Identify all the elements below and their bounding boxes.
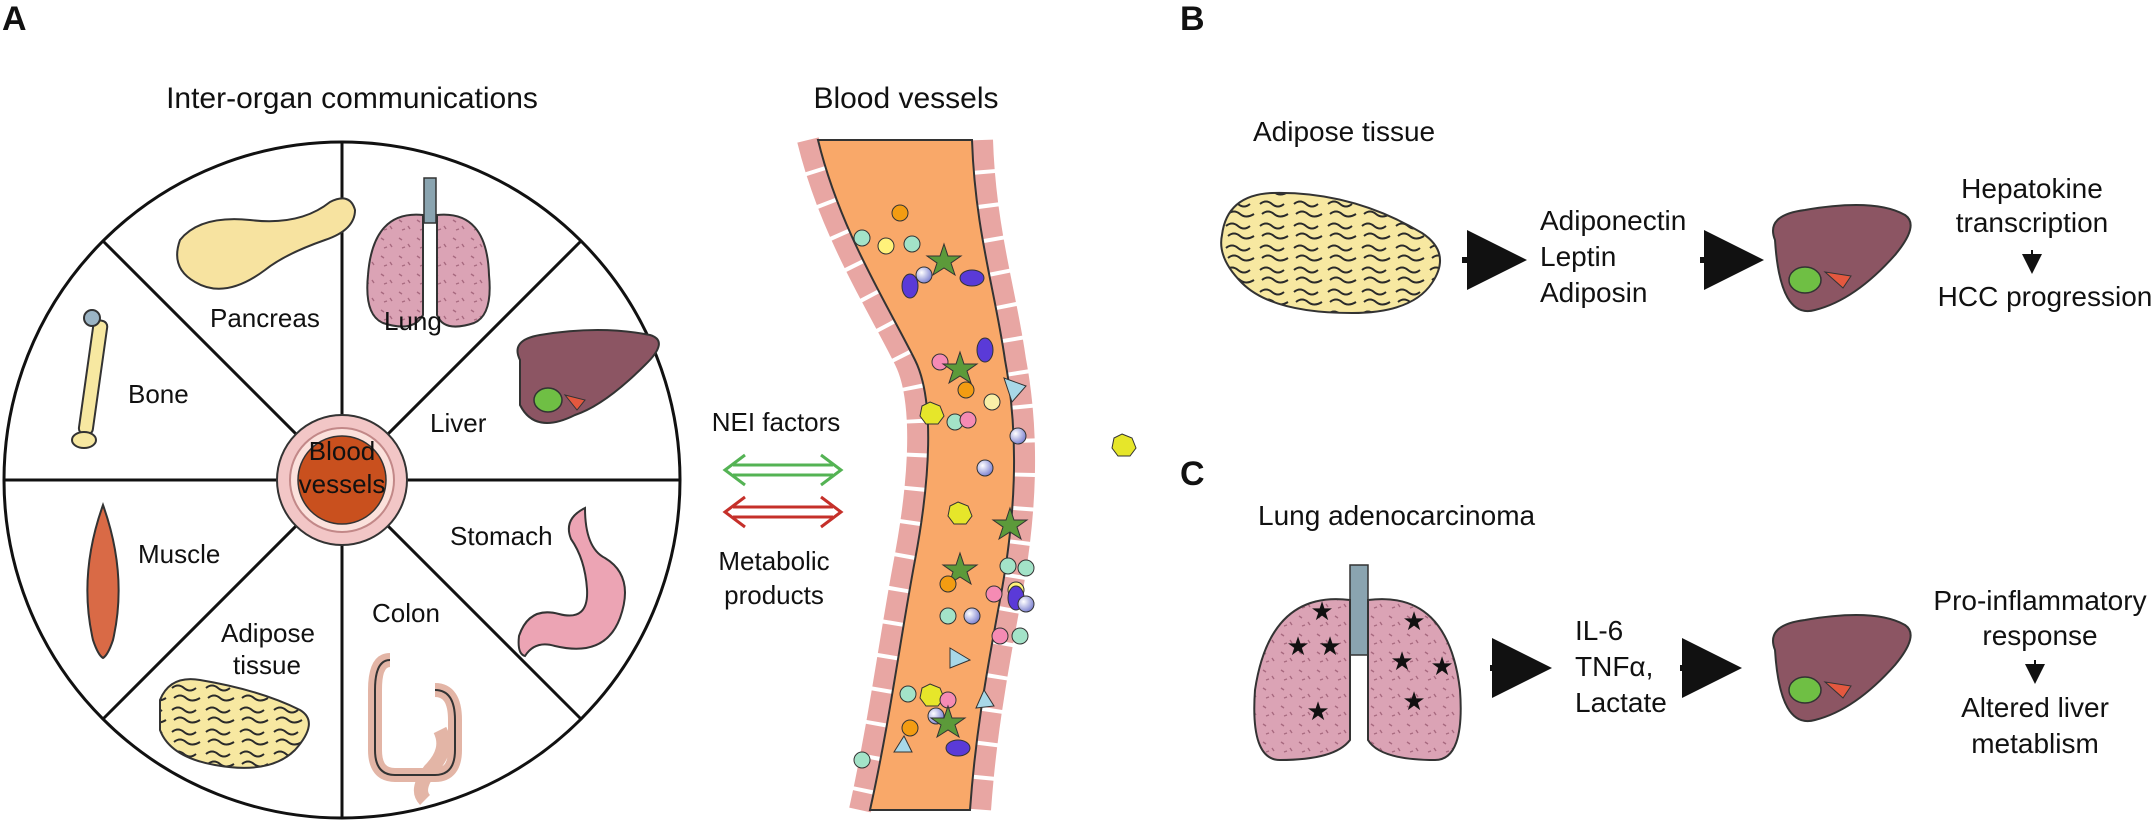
particle xyxy=(899,685,917,703)
label-liver: Liver xyxy=(430,408,487,438)
particle xyxy=(963,607,981,625)
label-metabolic-line2: products xyxy=(724,580,824,610)
particle xyxy=(901,719,919,737)
blood-vessel-center-icon xyxy=(276,414,408,546)
panel-b-outcome-final: HCC progression xyxy=(1938,281,2152,312)
svg-text:★: ★ xyxy=(1402,606,1425,636)
particle xyxy=(983,393,1001,411)
particle xyxy=(929,704,967,739)
label-adipose-line2: tissue xyxy=(233,650,301,680)
center-label-line2: vessels xyxy=(299,469,386,499)
panel-b-outcome-line1: Hepatokine xyxy=(1961,173,2103,204)
svg-text:★: ★ xyxy=(1402,686,1425,716)
liver-icon xyxy=(516,329,660,424)
particle xyxy=(957,381,975,399)
label-nei-factors: NEI factors xyxy=(712,407,841,437)
lung-cancer-icon: ★ ★ ★ ★ ★ ★ ★ ★ xyxy=(1253,564,1462,762)
particle xyxy=(853,229,871,247)
stomach-icon xyxy=(517,506,626,658)
particle xyxy=(1017,559,1035,577)
particle xyxy=(975,688,995,709)
adipose-icon xyxy=(159,678,310,769)
panel-c-outcome-final-line2: metablism xyxy=(1971,728,2099,759)
particle xyxy=(919,401,945,425)
pancreas-icon xyxy=(176,197,357,290)
liver-icon-b xyxy=(1772,204,1912,313)
particle xyxy=(976,459,994,477)
particle xyxy=(959,269,985,287)
particle xyxy=(1003,377,1027,403)
label-colon: Colon xyxy=(372,598,440,628)
particle xyxy=(853,751,871,769)
vessel-particles xyxy=(853,204,1137,769)
particle xyxy=(901,273,919,299)
particle xyxy=(985,585,1003,603)
particle xyxy=(1011,627,1029,645)
label-bone: Bone xyxy=(128,379,189,409)
wheel-title: Inter-organ communications xyxy=(166,82,538,115)
colon-outline xyxy=(374,659,456,776)
particle xyxy=(1017,595,1035,613)
panel-c-outcome-line1: Pro-inflammatory xyxy=(1933,585,2146,616)
panel-b-factor-2: Leptin xyxy=(1540,241,1616,272)
center-label-line1: Blood xyxy=(309,436,376,466)
particle xyxy=(976,337,994,363)
muscle-icon xyxy=(86,502,120,660)
panel-b-outcome-line2: transcription xyxy=(1956,207,2109,238)
particle xyxy=(1009,427,1027,445)
svg-text:★: ★ xyxy=(1310,596,1333,626)
panel-c-source-label: Lung adenocarcinoma xyxy=(1258,500,1536,531)
panel-b-factor-1: Adiponectin xyxy=(1540,205,1686,236)
particle xyxy=(941,350,979,385)
bone-icon xyxy=(71,309,109,449)
particle xyxy=(945,739,971,757)
panel-letter-c: C xyxy=(1180,455,1205,493)
particle xyxy=(877,237,895,255)
label-pancreas: Pancreas xyxy=(210,303,320,333)
label-stomach: Stomach xyxy=(450,521,553,551)
double-arrow-green xyxy=(722,453,844,487)
particle xyxy=(999,557,1017,575)
panel-c-factor-3: Lactate xyxy=(1575,687,1667,718)
particle xyxy=(919,683,945,707)
label-metabolic-line1: Metabolic xyxy=(718,546,829,576)
particle xyxy=(891,204,909,222)
svg-text:★: ★ xyxy=(1286,631,1309,661)
particle xyxy=(931,353,949,371)
svg-text:★: ★ xyxy=(1430,651,1453,681)
panel-c-outcome-final-line1: Altered liver xyxy=(1961,692,2109,723)
svg-text:★: ★ xyxy=(1306,696,1329,726)
particle xyxy=(991,506,1029,541)
particle xyxy=(925,242,963,277)
panel-b-source-label: Adipose tissue xyxy=(1253,116,1435,147)
panel-c-factor-1: IL-6 xyxy=(1575,615,1623,646)
liver-icon-c xyxy=(1772,614,1912,723)
panel-b-factor-3: Adiposin xyxy=(1540,277,1647,308)
svg-text:★: ★ xyxy=(1318,631,1341,661)
panel-c-factor-2: TNFα, xyxy=(1575,651,1653,682)
particle xyxy=(915,266,933,284)
particle xyxy=(949,647,972,669)
particle xyxy=(991,627,1009,645)
double-arrow-red xyxy=(722,495,844,529)
panel-letter-b: B xyxy=(1180,0,1205,38)
particle xyxy=(1111,433,1137,457)
panel-c-outcome-line2: response xyxy=(1982,620,2097,651)
vessel-title: Blood vessels xyxy=(813,82,998,115)
svg-text:★: ★ xyxy=(1390,646,1413,676)
particle xyxy=(939,607,957,625)
label-adipose-line1: Adipose xyxy=(221,618,315,648)
panel-letter-a: A xyxy=(2,0,27,38)
particle xyxy=(939,575,957,593)
particle xyxy=(941,551,979,586)
particle xyxy=(903,235,921,253)
label-lung: Lung xyxy=(384,306,442,336)
lung-icon xyxy=(366,177,491,328)
particle xyxy=(947,501,973,525)
label-muscle: Muscle xyxy=(138,539,220,569)
particle xyxy=(893,734,913,753)
adipose-tissue-icon xyxy=(1220,191,1441,315)
particle xyxy=(959,411,977,429)
